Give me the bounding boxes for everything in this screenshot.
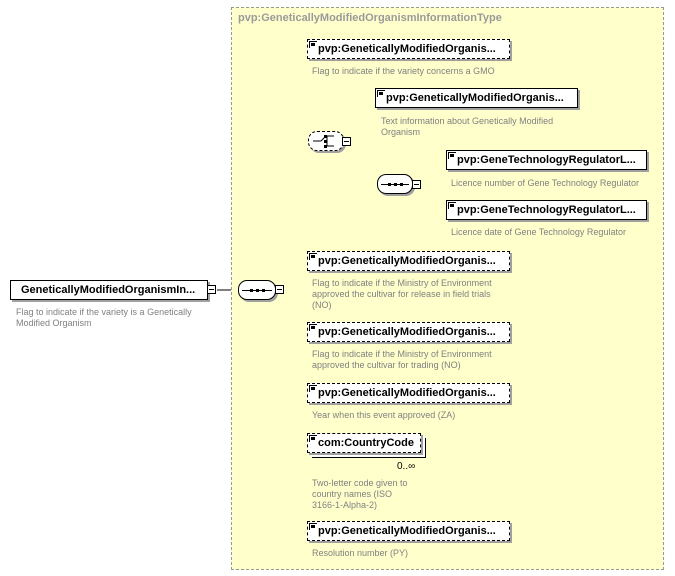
element-field-trials-description: Flag to indicate if the Ministry of Envi… — [312, 278, 492, 310]
root-element-label: GeneticallyModifiedOrganismIn... — [21, 284, 196, 296]
element-gmo-text-description: Text information about Genetically Modif… — [381, 116, 554, 137]
root-element[interactable]: GeneticallyModifiedOrganismIn... — [10, 280, 208, 300]
element-gmo-text[interactable]: pvp:GeneticallyModifiedOrganis... — [375, 88, 578, 108]
element-licence-number-description: Licence number of Gene Technology Regula… — [451, 178, 639, 188]
element-icon — [309, 435, 317, 442]
element-icon — [309, 523, 317, 530]
element-icon — [309, 324, 317, 331]
element-resolution-number-description: Resolution number (PY) — [312, 548, 409, 558]
root-description: Flag to indicate if the variety is a Gen… — [16, 307, 192, 328]
element-icon — [377, 90, 385, 97]
sequence-compositor[interactable] — [238, 280, 276, 300]
element-gmo-flag-description: Flag to indicate if the variety concerns… — [312, 66, 495, 76]
element-icon — [309, 41, 317, 48]
element-resolution-number[interactable]: pvp:GeneticallyModifiedOrganis... — [307, 521, 510, 541]
element-trading[interactable]: pvp:GeneticallyModifiedOrganis... — [307, 322, 510, 342]
type-title: pvp:GeneticallyModifiedOrganismInformati… — [238, 12, 502, 24]
element-trading-description: Flag to indicate if the Ministry of Envi… — [312, 349, 492, 370]
element-gmo-flag[interactable]: pvp:GeneticallyModifiedOrganis... — [307, 39, 510, 59]
element-icon — [309, 253, 317, 260]
element-licence-number[interactable]: pvp:GeneTechnologyRegulatorL... — [446, 150, 647, 170]
inner-sequence-collapse-icon[interactable] — [412, 180, 421, 189]
element-country-code[interactable]: com:CountryCode — [307, 433, 421, 453]
choice-compositor[interactable] — [308, 131, 344, 151]
sequence-collapse-icon[interactable] — [275, 285, 284, 294]
element-year-approved[interactable]: pvp:GeneticallyModifiedOrganis... — [307, 383, 510, 403]
root-collapse-icon[interactable] — [207, 285, 216, 294]
element-country-code-description: Two-letter code given to country names (… — [312, 478, 408, 510]
element-field-trials[interactable]: pvp:GeneticallyModifiedOrganis... — [307, 251, 510, 271]
element-icon — [448, 152, 456, 159]
element-icon — [309, 385, 317, 392]
element-licence-date[interactable]: pvp:GeneTechnologyRegulatorL... — [446, 200, 647, 220]
element-licence-date-description: Licence date of Gene Technology Regulato… — [451, 227, 626, 237]
element-year-approved-description: Year when this event approved (ZA) — [312, 410, 456, 420]
choice-collapse-icon[interactable] — [342, 137, 351, 146]
inner-sequence-compositor[interactable] — [377, 174, 413, 194]
country-code-cardinality: 0..∞ — [397, 461, 416, 472]
element-icon — [448, 202, 456, 209]
